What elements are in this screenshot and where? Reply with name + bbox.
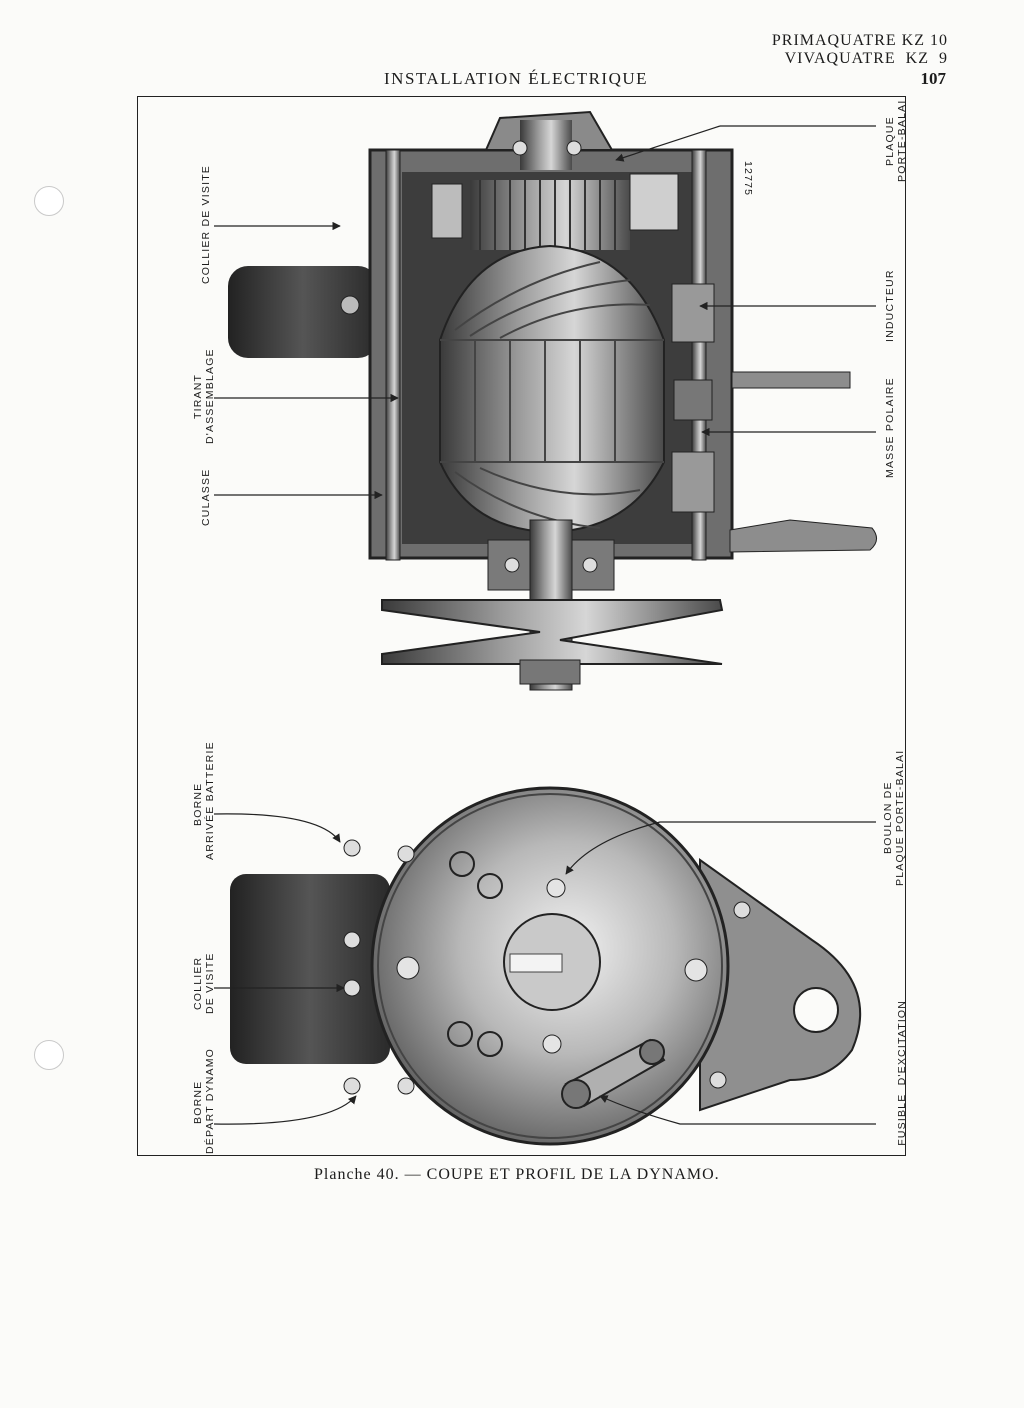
model-header: PRIMAQUATRE KZ 10 VIVAQUATRE KZ 9 xyxy=(772,32,948,68)
label-culasse-text: CULASSE xyxy=(200,468,212,526)
label-borne-depart-dynamo: BORNE DÉPART DYNAMO xyxy=(192,1047,216,1154)
label-borne-depart-line-2: DÉPART DYNAMO xyxy=(204,1047,216,1154)
label-collier-line-2: DE VISITE xyxy=(204,952,216,1014)
label-collier-line-1: COLLIER xyxy=(192,956,204,1010)
label-plaque-porte-balai: PLAQUE PORTE-BALAI xyxy=(884,98,908,184)
label-fusible-text: FUSIBLE D'EXCITATION xyxy=(896,999,908,1146)
label-masse-polaire-text: MASSE POLAIRE xyxy=(884,377,896,478)
label-borne-depart-line-1: BORNE xyxy=(192,1080,204,1124)
model-line-2: VIVAQUATRE KZ 9 xyxy=(784,50,948,67)
label-culasse: CULASSE xyxy=(200,468,212,526)
dynamo-end-view xyxy=(230,786,861,1146)
label-tirant-dassemblage: TIRANT D'ASSEMBLAGE xyxy=(192,346,216,446)
label-collier-de-visite-bottom: COLLIER DE VISITE xyxy=(192,950,216,1016)
dynamo-section-view xyxy=(228,110,877,691)
label-collier-de-visite-text: COLLIER DE VISITE xyxy=(200,164,212,284)
label-borne-arrivee-line-1: BORNE xyxy=(192,782,204,826)
label-plaque-line-1: PLAQUE xyxy=(884,116,896,166)
binder-hole-top xyxy=(34,186,64,216)
label-tirant-line-2: D'ASSEMBLAGE xyxy=(204,348,216,444)
model-line-1: PRIMAQUATRE KZ 10 xyxy=(771,32,948,49)
label-inducteur-text: INDUCTEUR xyxy=(884,269,896,342)
label-collier-de-visite: COLLIER DE VISITE xyxy=(200,164,212,284)
binder-hole-bottom xyxy=(34,1040,64,1070)
label-boulon-plaque-porte-balai: BOULON DE PLAQUE PORTE-BALAI xyxy=(882,748,906,888)
figure-serial: 12775 xyxy=(742,161,754,197)
label-borne-arrivee-line-2: ARRIVÉE BATTERIE xyxy=(204,741,216,860)
label-inducteur: INDUCTEUR xyxy=(884,269,896,342)
label-borne-arrivee-batterie: BORNE ARRIVÉE BATTERIE xyxy=(192,741,216,860)
label-tirant-line-1: TIRANT xyxy=(192,373,204,419)
label-plaque-line-2: PORTE-BALAI xyxy=(896,99,908,183)
label-boulon-line-2: PLAQUE PORTE-BALAI xyxy=(894,749,906,887)
figure-caption: Planche 40. — COUPE ET PROFIL DE LA DYNA… xyxy=(314,1166,720,1183)
label-fusible-dexcitation: FUSIBLE D'EXCITATION xyxy=(884,1000,908,1154)
page-number: 107 xyxy=(920,69,947,88)
label-masse-polaire: MASSE POLAIRE xyxy=(884,377,896,478)
figure-frame xyxy=(137,96,906,1156)
section-title: INSTALLATION ÉLECTRIQUE xyxy=(384,69,649,88)
label-boulon-line-1: BOULON DE xyxy=(882,781,894,855)
